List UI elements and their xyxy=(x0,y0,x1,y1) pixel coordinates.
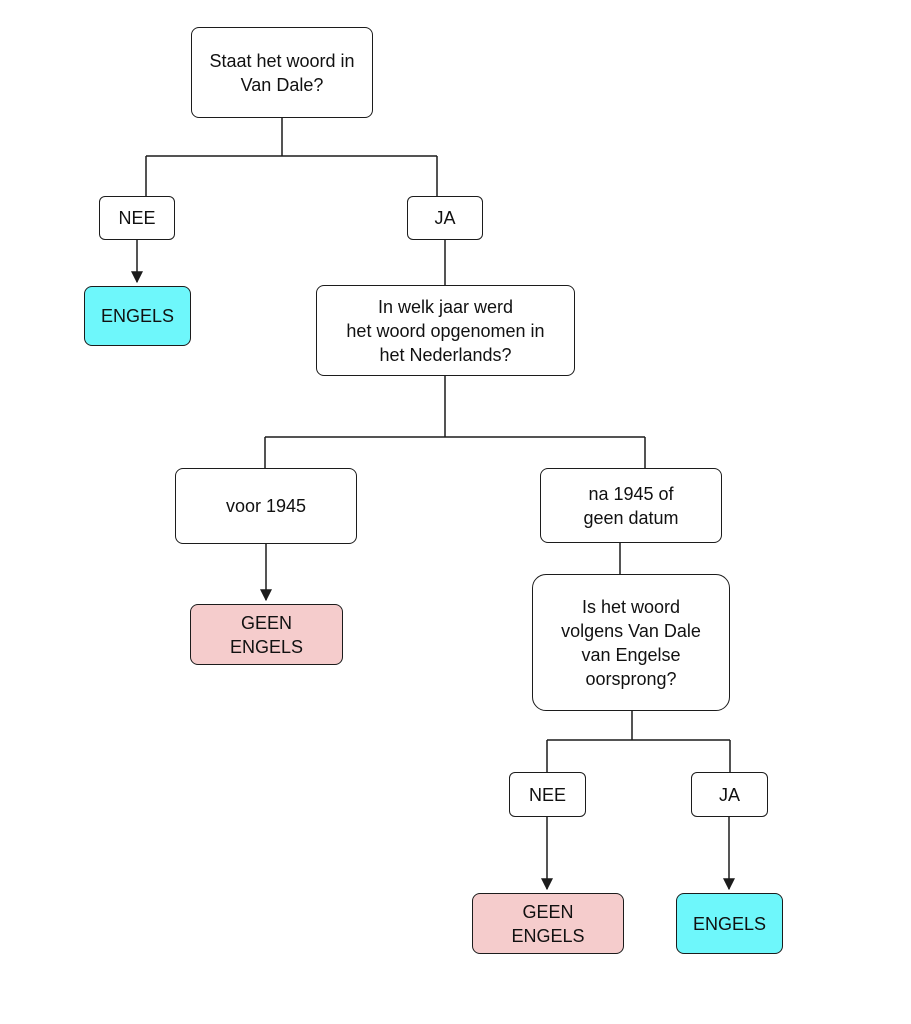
label-ja: JA xyxy=(691,772,768,817)
result-geen-engels: GEEN ENGELS xyxy=(190,604,343,665)
label-ja: JA xyxy=(407,196,483,240)
label-nee: NEE xyxy=(99,196,175,240)
question-in-van-dale: Staat het woord in Van Dale? xyxy=(191,27,373,118)
question-engelse-oorsprong: Is het woord volgens Van Dale van Engels… xyxy=(532,574,730,711)
label-nee: NEE xyxy=(509,772,586,817)
option-na-1945-of-geen-datum: na 1945 of geen datum xyxy=(540,468,722,543)
result-geen-engels: GEEN ENGELS xyxy=(472,893,624,954)
result-engels: ENGELS xyxy=(676,893,783,954)
connector-q2-split xyxy=(264,376,646,468)
option-voor-1945: voor 1945 xyxy=(175,468,357,544)
connector-q3-split xyxy=(546,711,731,772)
question-jaar-opgenomen: In welk jaar werd het woord opgenomen in… xyxy=(316,285,575,376)
result-engels: ENGELS xyxy=(84,286,191,346)
connector-q1-split xyxy=(145,118,438,196)
